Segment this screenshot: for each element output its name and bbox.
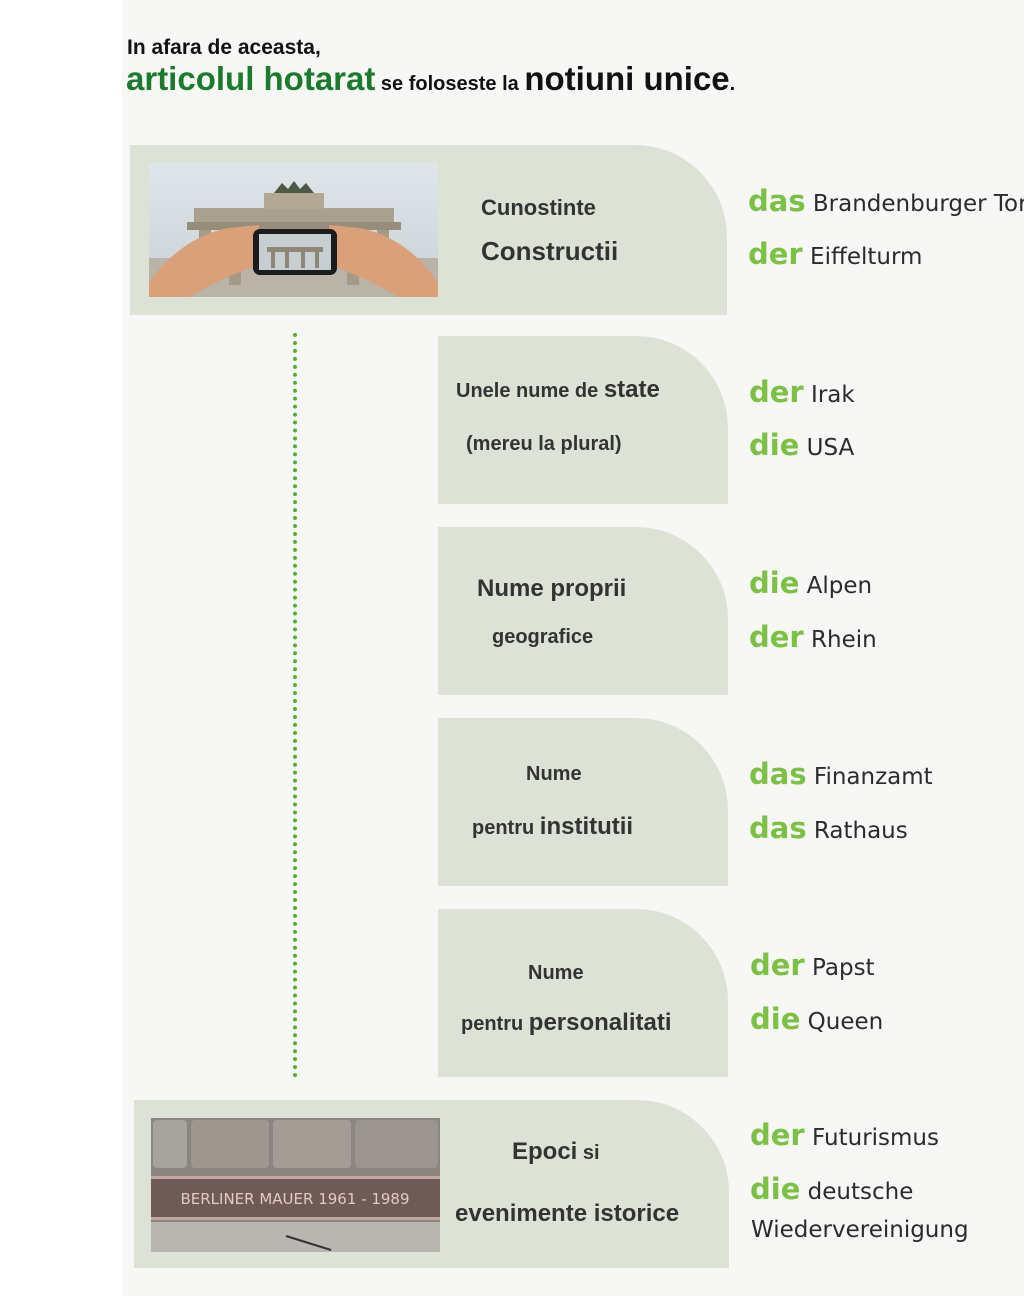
category-2-line-2: (mereu la plural) (466, 433, 622, 455)
category-1-line-2: Constructii (481, 236, 619, 266)
dotted-connector-line (293, 333, 297, 1078)
noun: USA (799, 435, 855, 461)
category-4-line-2: pentru institutii (472, 813, 633, 841)
category-6-line-1a: Epoci (512, 1138, 578, 1165)
article: das (749, 811, 807, 845)
intro-line-1: In afara de aceasta, (127, 36, 321, 59)
category-5-line-2a: pentru (461, 1013, 529, 1035)
category-2-line-1: Unele nume de state (456, 376, 660, 404)
category-3-line-2: geografice (492, 626, 594, 648)
category-5-line-2b: personalitati (528, 1009, 672, 1036)
noun: Futurismus (804, 1125, 939, 1151)
article: der (748, 237, 803, 271)
berliner-mauer-plaque-icon: BERLINER MAUER 1961 - 1989 (151, 1118, 440, 1252)
example-5-2: die Queen (750, 1002, 883, 1036)
example-4-2: das Rathaus (749, 811, 908, 845)
article: die (750, 1002, 801, 1036)
example-2-1: der Irak (749, 375, 855, 409)
category-5-line-2: pentru personalitati (461, 1009, 671, 1037)
plaque-inscription: BERLINER MAUER 1961 - 1989 (180, 1190, 409, 1208)
example-3-2: der Rhein (749, 620, 877, 654)
category-card-personalities (438, 909, 728, 1077)
category-2-line-1a: Unele nume de (456, 380, 604, 402)
example-2-2: die USA (749, 428, 854, 462)
article: das (748, 184, 806, 218)
article: der (750, 1118, 805, 1152)
category-6-line-2: evenimente istorice (455, 1200, 680, 1227)
example-6-2-continuation: Wiedervereinigung (751, 1217, 969, 1243)
category-2-line-1b: state (603, 376, 660, 403)
article: das (749, 757, 807, 791)
example-1-2: der Eiffelturm (748, 237, 922, 271)
noun: Papst (804, 955, 875, 981)
category-1-line-1: Cunostinte (481, 195, 596, 220)
noun: Queen (800, 1009, 884, 1035)
category-4-line-1: Nume (526, 763, 582, 785)
category-3-line-1: Nume proprii (477, 575, 627, 602)
intro-connector: se foloseste la (375, 73, 525, 95)
article: die (750, 1172, 801, 1206)
noun: deutsche (800, 1179, 914, 1205)
article: der (749, 620, 804, 654)
noun: Irak (803, 382, 855, 408)
category-card-states (438, 336, 728, 504)
example-6-1: der Futurismus (750, 1118, 939, 1152)
category-5-line-1: Nume (528, 962, 584, 984)
article: die (749, 428, 800, 462)
intro-period: . (729, 73, 736, 95)
example-6-2: die deutsche (750, 1172, 913, 1206)
example-4-1: das Finanzamt (749, 757, 933, 791)
noun: Eiffelturm (802, 244, 923, 270)
noun: Brandenburger Tor (805, 191, 1024, 217)
category-6-line-1b: si (577, 1142, 600, 1164)
intro-highlight-notions: notiuni unice (524, 60, 730, 97)
example-1-1: das Brandenburger Tor (748, 184, 1024, 218)
article: der (749, 375, 804, 409)
brandenburg-gate-photo-icon (149, 163, 438, 297)
category-4-line-2b: institutii (539, 813, 634, 840)
example-5-1: der Papst (750, 948, 875, 982)
example-3-1: die Alpen (749, 566, 872, 600)
category-6-line-1: Epoci si (512, 1138, 600, 1166)
intro-line-2: articolul hotarat se foloseste la notiun… (126, 60, 735, 98)
article: die (749, 566, 800, 600)
noun: Rathaus (806, 818, 908, 844)
noun: Rhein (803, 627, 877, 653)
noun: Alpen (799, 573, 873, 599)
intro-highlight-article: articolul hotarat (126, 60, 376, 97)
noun: Finanzamt (806, 764, 933, 790)
category-card-institutions (438, 718, 728, 886)
category-card-geography (438, 527, 728, 695)
category-4-line-2a: pentru (472, 817, 540, 839)
article: der (750, 948, 805, 982)
